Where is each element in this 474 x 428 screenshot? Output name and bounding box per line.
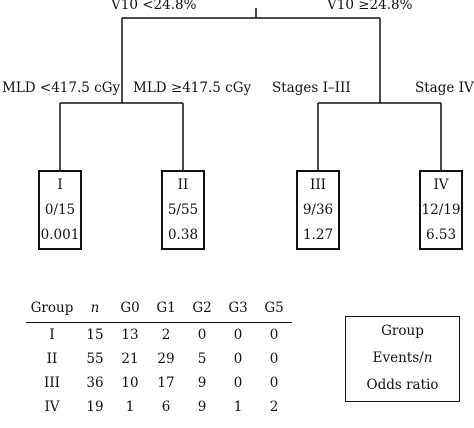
- split-label-stage-iv: Stage IV: [415, 80, 474, 96]
- table-cell: 36: [86, 375, 104, 391]
- table-cell: 6: [161, 399, 171, 415]
- column-header-group: Group: [26, 294, 78, 323]
- table-cell: 21: [121, 351, 139, 367]
- table-cell: 1: [233, 399, 243, 415]
- legend-odds-line: Odds ratio: [366, 377, 439, 393]
- column-header-n: n: [78, 294, 112, 323]
- table-cell: IV: [44, 399, 60, 415]
- table-cell: 17: [157, 375, 175, 391]
- table-cell: 10: [121, 375, 139, 391]
- node-odds-ratio: 0.001: [40, 227, 80, 243]
- node-group-label: II: [177, 177, 189, 193]
- table-cell: 0: [233, 351, 243, 367]
- table-cell: 19: [86, 399, 104, 415]
- group-toxicity-table: Group n G0 G1 G2 G3 G5 I 15 13 2 0 0 0 I…: [26, 294, 292, 419]
- node-group-iv: IV 12/19 6.53: [419, 170, 463, 250]
- table-row: III 36 10 17 9 0 0: [26, 371, 292, 395]
- node-group-label: IV: [433, 177, 449, 193]
- node-odds-ratio: 0.38: [167, 227, 199, 243]
- node-odds-ratio: 6.53: [425, 227, 457, 243]
- column-header-g0: G0: [112, 294, 148, 323]
- node-group-iii: III 9/36 1.27: [296, 170, 340, 250]
- table-header-row: Group n G0 G1 G2 G3 G5: [26, 294, 292, 323]
- split-label-v10-low: V10 <24.8%: [111, 0, 197, 13]
- legend-events-n: n: [423, 350, 433, 366]
- table-cell: 1: [125, 399, 135, 415]
- node-group-label: III: [310, 177, 326, 193]
- table-cell: 9: [197, 399, 207, 415]
- column-header-g3: G3: [220, 294, 256, 323]
- node-group-ii: II 5/55 0.38: [161, 170, 205, 250]
- node-events: 9/36: [302, 202, 334, 218]
- table-cell: 0: [269, 375, 279, 391]
- table-cell: I: [49, 327, 55, 343]
- legend-group-line: Group: [381, 323, 424, 339]
- split-label-mld-high: MLD ≥417.5 cGy: [133, 80, 252, 96]
- table-cell: 0: [233, 375, 243, 391]
- column-header-g2: G2: [184, 294, 220, 323]
- table-cell: 13: [121, 327, 139, 343]
- table-cell: 0: [197, 327, 207, 343]
- table-cell: 2: [161, 327, 171, 343]
- table-row: IV 19 1 6 9 1 2: [26, 395, 292, 419]
- table-row: II 55 21 29 5 0 0: [26, 347, 292, 371]
- table-cell: III: [44, 375, 60, 391]
- table-cell: 55: [86, 351, 104, 367]
- legend-events-prefix: Events/: [372, 350, 424, 366]
- node-group-label: I: [57, 177, 63, 193]
- split-label-stages-i-iii: Stages I–III: [272, 80, 351, 96]
- table-cell: 9: [197, 375, 207, 391]
- table-cell: 2: [269, 399, 279, 415]
- node-events: 5/55: [167, 202, 199, 218]
- table-cell: 29: [157, 351, 175, 367]
- table-cell: 0: [269, 327, 279, 343]
- node-legend-box: Group Events/n Odds ratio: [345, 316, 460, 402]
- table-cell: 5: [197, 351, 207, 367]
- legend-events-line: Events/n: [346, 344, 459, 371]
- column-header-g1: G1: [148, 294, 184, 323]
- split-label-mld-low: MLD <417.5 cGy: [2, 80, 121, 96]
- split-label-v10-high: V10 ≥24.8%: [327, 0, 413, 13]
- node-events: 12/19: [421, 202, 461, 218]
- table-cell: II: [46, 351, 58, 367]
- column-header-g5: G5: [256, 294, 292, 323]
- table-row: I 15 13 2 0 0 0: [26, 323, 292, 348]
- table-cell: 0: [269, 351, 279, 367]
- node-odds-ratio: 1.27: [302, 227, 334, 243]
- table-cell: 15: [86, 327, 104, 343]
- node-events: 0/15: [44, 202, 76, 218]
- node-group-i: I 0/15 0.001: [38, 170, 82, 250]
- table-cell: 0: [233, 327, 243, 343]
